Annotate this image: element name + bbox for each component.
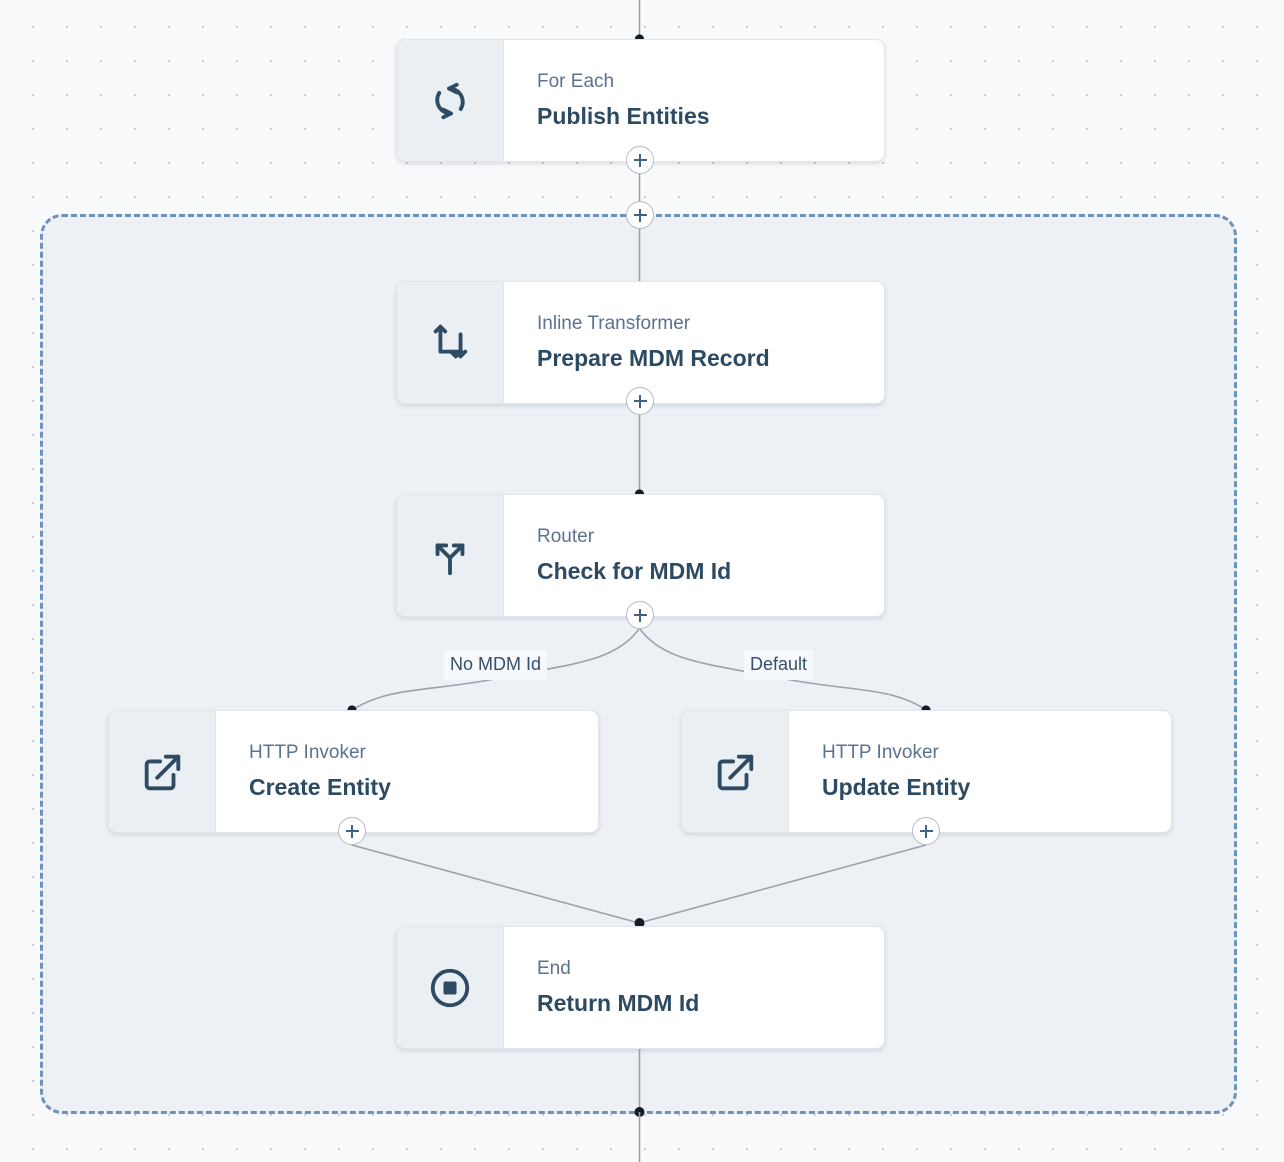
- node-for-each[interactable]: For Each Publish Entities: [396, 39, 885, 162]
- node-router[interactable]: Router Check for MDM Id: [396, 494, 885, 617]
- loop-icon: [397, 40, 504, 161]
- node-end[interactable]: End Return MDM Id: [396, 926, 885, 1049]
- node-inline-transformer[interactable]: Inline Transformer Prepare MDM Record: [396, 281, 885, 404]
- add-step-button-after-create-entity[interactable]: [338, 817, 366, 845]
- stop-circle-icon: [397, 927, 504, 1048]
- node-update-entity[interactable]: HTTP Invoker Update Entity: [681, 710, 1172, 833]
- node-title: Return MDM Id: [537, 989, 700, 1016]
- transform-icon: [397, 282, 504, 403]
- add-step-button-after-for-each[interactable]: [626, 146, 654, 174]
- external-link-icon: [682, 711, 789, 832]
- add-step-button-after-transformer[interactable]: [626, 387, 654, 415]
- node-subtitle: Router: [537, 526, 595, 548]
- add-step-button-scope-entry[interactable]: [626, 201, 654, 229]
- node-router-body: Router Check for MDM Id: [504, 495, 884, 616]
- node-update-entity-body: HTTP Invoker Update Entity: [789, 711, 1171, 832]
- node-inline-transformer-body: Inline Transformer Prepare MDM Record: [504, 282, 884, 403]
- node-subtitle: HTTP Invoker: [249, 742, 366, 764]
- node-create-entity[interactable]: HTTP Invoker Create Entity: [108, 710, 599, 833]
- add-step-button-after-update-entity[interactable]: [912, 817, 940, 845]
- node-for-each-body: For Each Publish Entities: [504, 40, 884, 161]
- node-subtitle: End: [537, 958, 571, 980]
- external-link-icon: [109, 711, 216, 832]
- node-subtitle: HTTP Invoker: [822, 742, 939, 764]
- router-fork-icon: [397, 495, 504, 616]
- node-end-body: End Return MDM Id: [504, 927, 884, 1048]
- node-subtitle: For Each: [537, 71, 615, 93]
- node-title: Update Entity: [822, 773, 971, 800]
- branch-label-default[interactable]: Default: [744, 650, 814, 680]
- branch-label-no-mdm-id[interactable]: No MDM Id: [444, 650, 548, 680]
- node-title: Check for MDM Id: [537, 557, 732, 584]
- node-subtitle: Inline Transformer: [537, 313, 691, 335]
- node-title: Create Entity: [249, 773, 391, 800]
- add-step-button-after-router[interactable]: [626, 601, 654, 629]
- node-create-entity-body: HTTP Invoker Create Entity: [216, 711, 598, 832]
- node-title: Publish Entities: [537, 102, 710, 129]
- node-title: Prepare MDM Record: [537, 344, 770, 371]
